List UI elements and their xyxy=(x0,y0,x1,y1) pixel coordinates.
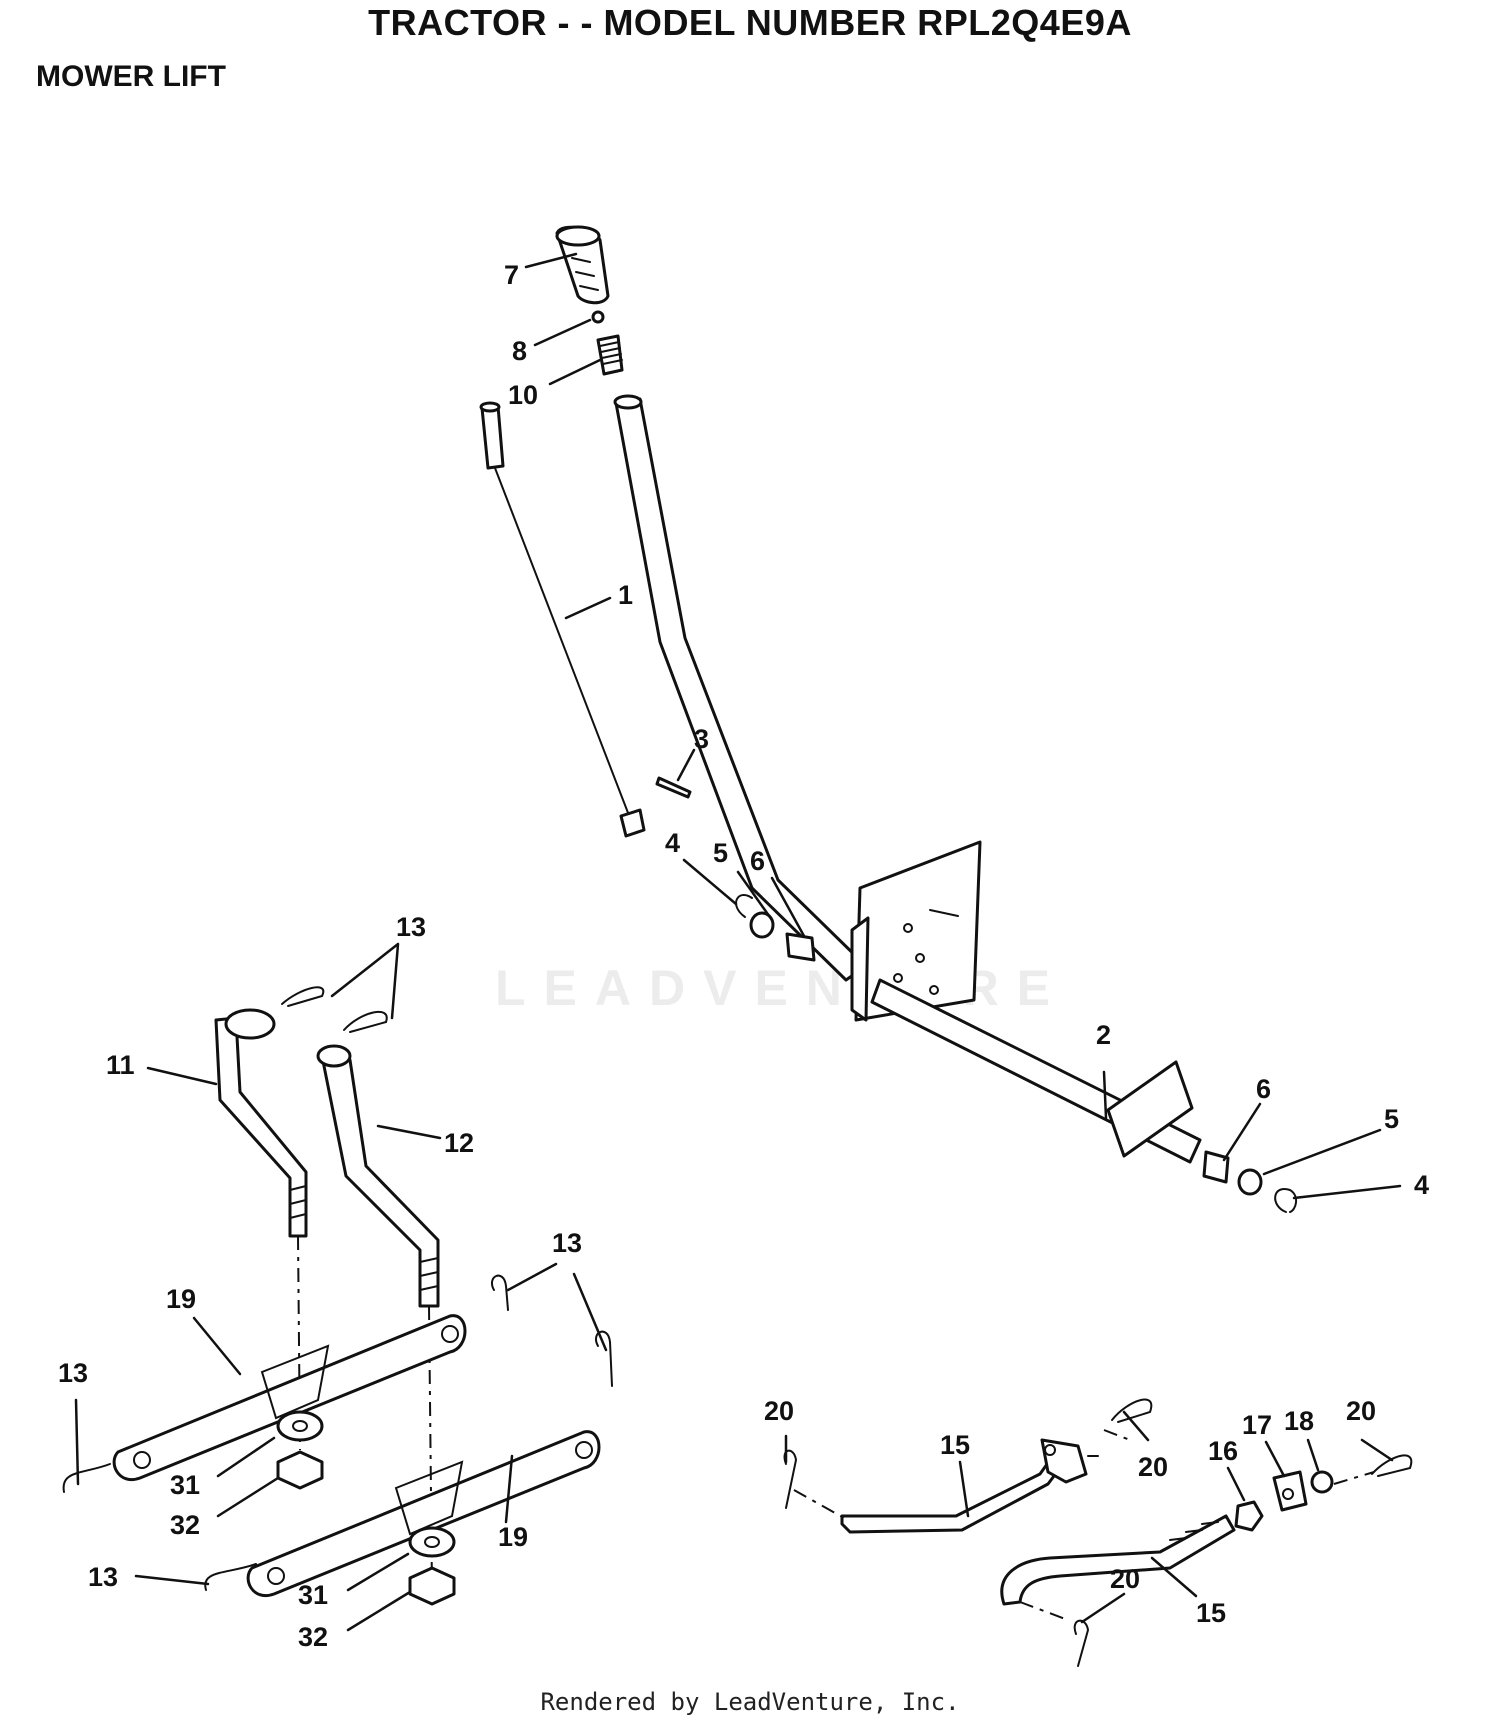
callout-4-left: 4 xyxy=(665,828,680,858)
trunnion-part[interactable] xyxy=(1272,1470,1308,1512)
lift-shaft-part[interactable] xyxy=(870,978,1202,1164)
clip-part-left[interactable] xyxy=(735,894,753,918)
callout-15-upper: 15 xyxy=(940,1430,970,1460)
callout-15-lower: 15 xyxy=(1196,1598,1226,1628)
bushing-part-left[interactable] xyxy=(785,932,816,962)
lift-link-11-part[interactable] xyxy=(214,1008,308,1238)
callout-5-right: 5 xyxy=(1384,1104,1399,1134)
callout-6-right: 6 xyxy=(1256,1074,1271,1104)
release-rod-part[interactable] xyxy=(479,401,646,838)
callout-20-left: 20 xyxy=(764,1396,794,1426)
hairpin-clip-part[interactable] xyxy=(1371,1454,1413,1477)
hairpin-clip-part[interactable] xyxy=(343,1011,388,1033)
callout-18: 18 xyxy=(1284,1406,1314,1436)
callout-31-lower: 31 xyxy=(298,1580,328,1610)
hairpin-clip-part[interactable] xyxy=(1111,1398,1153,1423)
alignment-line xyxy=(297,1235,301,1451)
nut-part-upper[interactable] xyxy=(276,1450,324,1490)
callout-6-left: 6 xyxy=(750,846,765,876)
callout-32-upper: 32 xyxy=(170,1510,200,1540)
diagram-title: TRACTOR - - MODEL NUMBER RPL2Q4E9A xyxy=(368,2,1132,43)
callout-32-lower: 32 xyxy=(298,1622,328,1652)
callout-10: 10 xyxy=(508,380,538,410)
callout-3: 3 xyxy=(694,724,709,754)
callout-5-left: 5 xyxy=(713,838,728,868)
callout-13-top: 13 xyxy=(396,912,426,942)
leader-lines xyxy=(74,252,1402,1632)
lift-link-12-part[interactable] xyxy=(316,1044,440,1308)
alignment-line xyxy=(1019,1601,1069,1621)
callout-8: 8 xyxy=(512,336,527,366)
hairpin-clip-part[interactable] xyxy=(595,1330,613,1387)
nut-part-lower[interactable] xyxy=(408,1566,456,1606)
watermark: LEADVENTURE xyxy=(495,960,1068,1016)
alignment-line xyxy=(1103,1429,1131,1441)
spring-part[interactable] xyxy=(596,334,624,376)
mounting-bracket-part[interactable] xyxy=(850,840,982,1022)
callout-19-lower: 19 xyxy=(498,1522,528,1552)
callout-16: 16 xyxy=(1208,1436,1238,1466)
alignment-line xyxy=(793,1489,845,1519)
alignment-line xyxy=(1333,1471,1375,1485)
callout-19-upper: 19 xyxy=(166,1284,196,1314)
callout-1: 1 xyxy=(618,580,633,610)
washer-part-left[interactable] xyxy=(749,911,775,939)
hairpin-clip-part[interactable] xyxy=(491,1274,509,1311)
callout-31-upper: 31 xyxy=(170,1470,200,1500)
callout-12: 12 xyxy=(444,1128,474,1158)
callout-20-right: 20 xyxy=(1346,1396,1376,1426)
callout-13-right: 13 xyxy=(552,1228,582,1258)
spacer-part-lower[interactable] xyxy=(408,1526,456,1558)
callout-13-left: 13 xyxy=(58,1358,88,1388)
hairpin-clip-part[interactable] xyxy=(281,986,325,1007)
handle-grip-part[interactable] xyxy=(555,225,610,305)
adjust-nut-part[interactable] xyxy=(1234,1500,1264,1532)
cotter-pin-part[interactable] xyxy=(1073,1619,1090,1667)
callout-20-mid: 20 xyxy=(1138,1452,1168,1482)
callout-20-bottom: 20 xyxy=(1110,1564,1140,1594)
ball-part[interactable] xyxy=(591,310,605,324)
hairpin-clip-part[interactable] xyxy=(204,1563,257,1591)
hairpin-clip-part[interactable] xyxy=(62,1463,111,1493)
callout-2: 2 xyxy=(1096,1020,1111,1050)
washer-part-right[interactable] xyxy=(1237,1168,1263,1196)
collar-part[interactable] xyxy=(1310,1470,1334,1494)
callout-11: 11 xyxy=(106,1050,135,1080)
clip-part-right[interactable] xyxy=(1274,1187,1297,1213)
callout-13-bottom: 13 xyxy=(88,1562,118,1592)
callout-7: 7 xyxy=(504,260,519,290)
callout-4-right: 4 xyxy=(1414,1170,1429,1200)
pin-part[interactable] xyxy=(655,776,692,799)
callout-17: 17 xyxy=(1242,1410,1272,1440)
lift-lever-part[interactable] xyxy=(614,397,868,982)
adjust-rod-lower-part[interactable] xyxy=(1000,1514,1236,1606)
adjust-rod-upper-part[interactable] xyxy=(840,1438,1099,1534)
footer-credit: Rendered by LeadVenture, Inc. xyxy=(540,1688,960,1716)
section-title: MOWER LIFT xyxy=(36,60,226,93)
bushing-part-right[interactable] xyxy=(1202,1150,1230,1184)
lift-arm-upper-part[interactable] xyxy=(112,1314,467,1482)
spacer-part-upper[interactable] xyxy=(276,1410,324,1442)
